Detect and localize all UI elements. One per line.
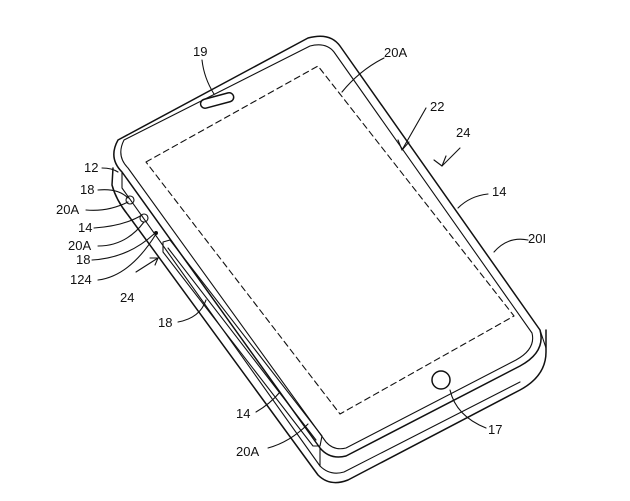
label-18-lower: 18 [76,252,90,267]
label-19: 19 [193,44,207,59]
label-12: 12 [84,160,98,175]
label-20a-top: 20A [384,45,407,60]
speaker-slot [199,91,235,109]
home-button [431,370,451,390]
reference-labels: 19 20A 22 24 14 20I 12 18 20A 14 20A 18 … [56,44,546,459]
side-wall-corner-right [539,329,547,349]
label-24-left: 24 [120,290,134,305]
label-20a-bottom: 20A [236,444,259,459]
device-side-wall [111,167,547,484]
side-port-upper [125,195,135,205]
side-slot [162,239,323,447]
label-24-top: 24 [456,125,470,140]
label-17: 17 [488,422,502,437]
label-14-left: 14 [78,220,92,235]
label-20a-2: 20A [68,238,91,253]
label-20a-1: 20A [56,202,79,217]
label-124: 124 [70,272,92,287]
side-slot-inner [167,247,317,441]
part-124-dot [154,231,158,235]
leader-lines [85,57,529,449]
label-18-upper: 18 [80,182,94,197]
label-18-slot: 18 [158,315,172,330]
label-14-right: 14 [492,184,506,199]
label-14-bottom: 14 [236,406,250,421]
device-front-face [113,35,542,458]
display-region [145,65,515,415]
front-bezel-edge [120,44,534,450]
label-22: 22 [430,99,444,114]
label-20i: 20I [528,231,546,246]
